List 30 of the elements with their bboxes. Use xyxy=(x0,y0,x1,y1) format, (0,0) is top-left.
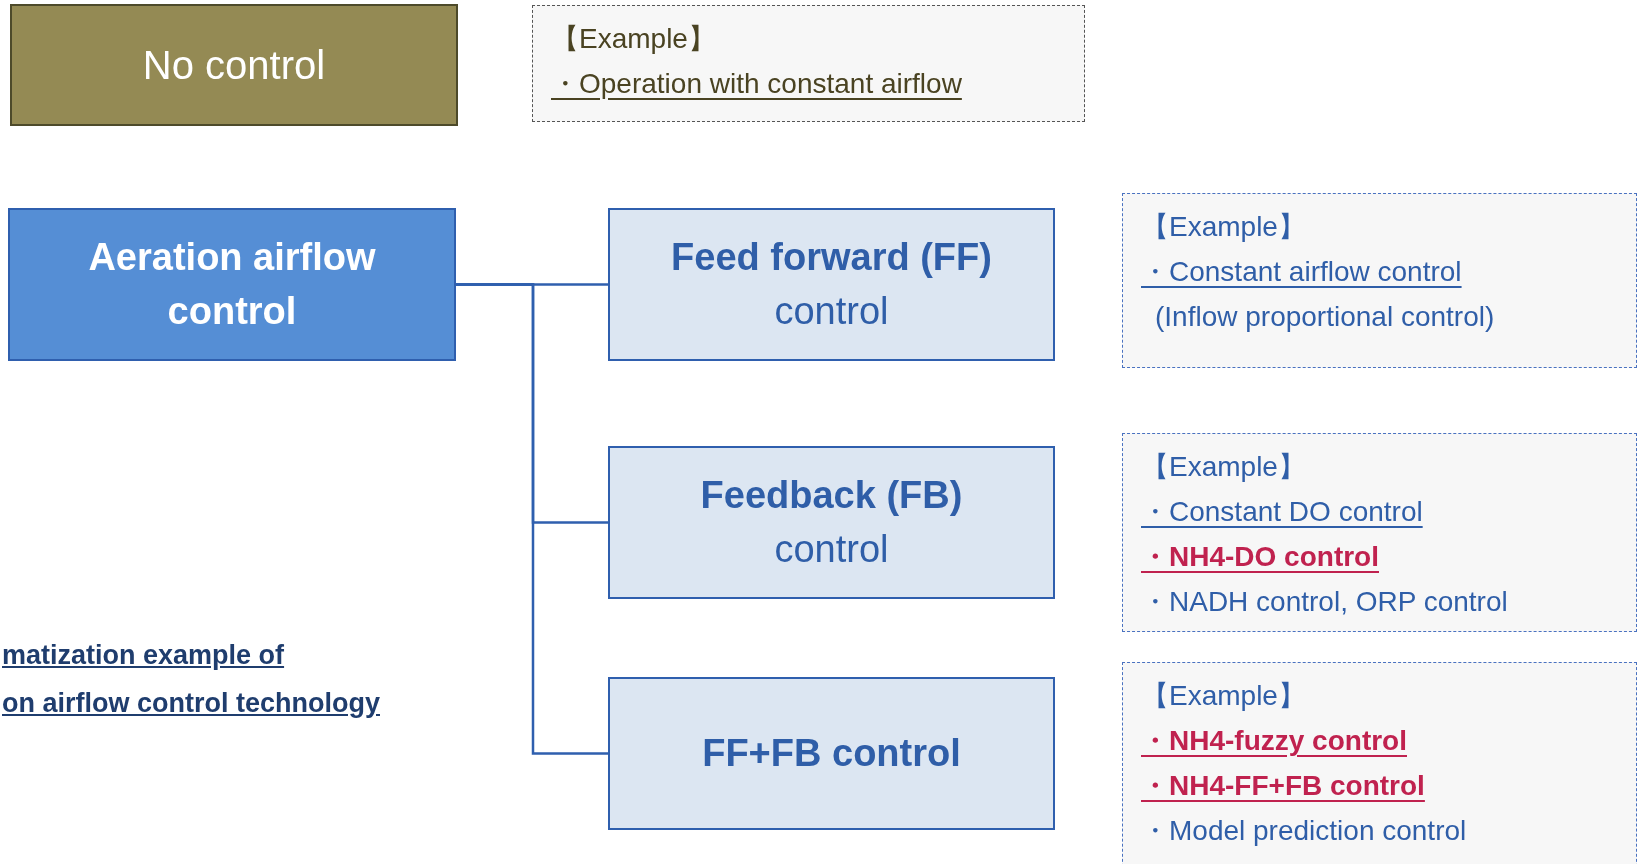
example-box xyxy=(1122,193,1637,368)
example-item: ・Model prediction control xyxy=(1141,814,1468,848)
category-box xyxy=(10,4,458,126)
example-heading: 【Example】 xyxy=(1141,450,1307,484)
box-title: FF+FB control xyxy=(702,730,961,776)
example-item: ・NH4-DO control xyxy=(1141,540,1380,574)
example-box xyxy=(532,5,1085,122)
caption-text: on airflow control technology xyxy=(2,688,380,719)
box-title: No control xyxy=(142,42,326,89)
example-heading: 【Example】 xyxy=(1141,210,1307,244)
example-box xyxy=(1122,433,1637,632)
box-title: Feedback (FB) control xyxy=(699,473,964,572)
example-heading: 【Example】 xyxy=(1141,679,1307,713)
example-item: ・Constant DO control xyxy=(1141,495,1424,529)
example-item: ・NH4-FF+FB control xyxy=(1141,769,1426,803)
example-heading: 【Example】 xyxy=(551,22,717,56)
root-category-box xyxy=(8,208,456,361)
connector-line xyxy=(456,283,608,755)
example-item: ・NH4-fuzzy control xyxy=(1141,724,1408,758)
caption-text: matization example of xyxy=(2,640,285,671)
example-item: ・Constant airflow control xyxy=(1141,255,1463,289)
example-item: ・NADH control, ORP control xyxy=(1141,585,1509,619)
category-box xyxy=(608,677,1055,830)
example-item: (Inflow proportional control) xyxy=(1154,300,1496,334)
category-box xyxy=(608,208,1055,361)
box-title: Aeration airflow control xyxy=(87,235,377,334)
example-box xyxy=(1122,662,1637,864)
box-title: Feed forward (FF) control xyxy=(670,235,993,334)
example-item: ・Operation with constant airflow xyxy=(551,67,963,101)
category-box xyxy=(608,446,1055,599)
